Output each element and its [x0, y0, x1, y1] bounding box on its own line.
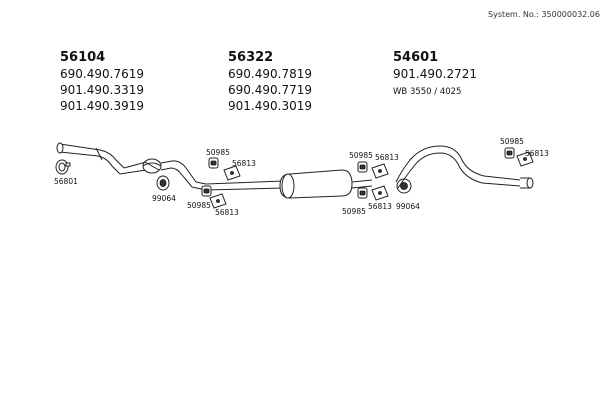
group-note: WB 3550 / 4025 — [393, 87, 462, 97]
group-line: 690.490.7819 — [228, 67, 312, 81]
hanger-50985-icon — [504, 147, 515, 159]
label-56813-bottom-left: 56813 — [215, 208, 239, 217]
label-56813-top-mid: 56813 — [375, 153, 399, 162]
label-56813-top-left: 56813 — [232, 159, 256, 168]
hanger-50985-icon — [357, 161, 368, 173]
bracket-56813-icon — [223, 165, 241, 181]
group-head: 56322 — [228, 50, 274, 65]
part-group-middle: 56322 690.490.7819 690.490.7719 901.490.… — [228, 50, 312, 114]
group-head: 56104 — [60, 50, 106, 65]
label-50985-top-left: 50985 — [206, 148, 230, 157]
bracket-56813-icon — [209, 193, 227, 209]
rear-pipe — [395, 145, 534, 189]
group-line: 901.490.3919 — [60, 99, 144, 113]
part-group-front: 56104 690.490.7619 901.490.3319 901.490.… — [60, 50, 144, 114]
hanger-50985-icon — [208, 157, 219, 169]
center-silencer — [279, 169, 373, 199]
group-line: 901.490.3019 — [228, 99, 312, 113]
group-line: 901.490.2721 — [393, 67, 477, 81]
clamp-56801-icon — [55, 159, 71, 175]
group-line: 690.490.7719 — [228, 83, 312, 97]
system-number: System. No.: 350000032.06 — [488, 10, 600, 19]
part-group-rear: 54601 901.490.2721 WB 3550 / 4025 — [393, 50, 477, 100]
group-line: 690.490.7619 — [60, 67, 144, 81]
front-pipe — [56, 142, 147, 175]
label-99064-right: 99064 — [396, 202, 420, 211]
bracket-56813-icon — [516, 151, 534, 167]
group-line: 901.490.3319 — [60, 83, 144, 97]
catalytic-converter — [142, 158, 197, 188]
bracket-56813-icon — [371, 163, 389, 179]
clamp-99064-icon — [156, 175, 170, 191]
hanger-50985-icon — [357, 187, 368, 199]
label-56813-bottom-mid: 56813 — [368, 202, 392, 211]
label-50985-top-mid: 50985 — [349, 151, 373, 160]
group-head: 54601 — [393, 50, 439, 65]
bracket-56813-icon — [371, 185, 389, 201]
label-50985-rear: 50985 — [500, 137, 524, 146]
label-56801: 56801 — [54, 177, 78, 186]
label-50985-bottom-mid: 50985 — [342, 207, 366, 216]
hanger-50985-icon — [201, 185, 212, 197]
label-99064-left: 99064 — [152, 194, 176, 203]
label-56813-rear: 56813 — [525, 149, 549, 158]
label-50985-bottom-left: 50985 — [187, 201, 211, 210]
